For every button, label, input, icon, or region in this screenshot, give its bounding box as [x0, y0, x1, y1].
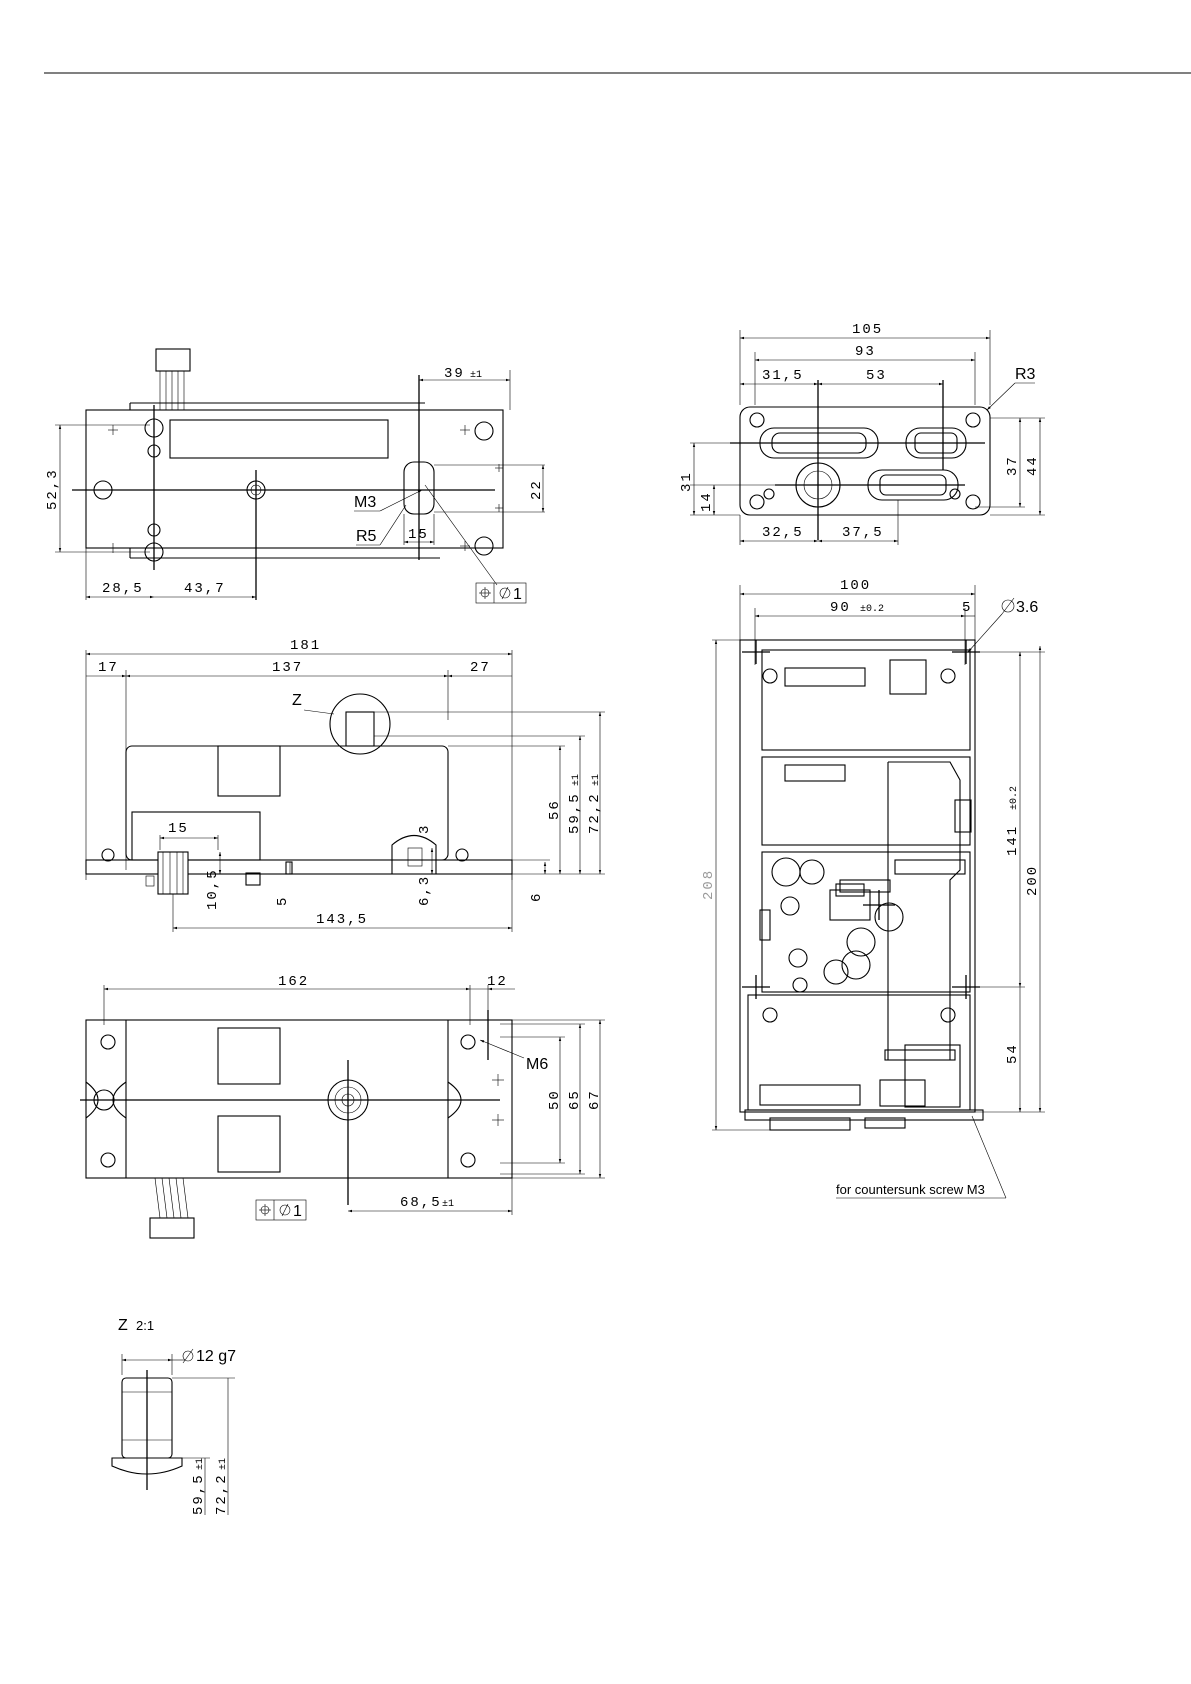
- gdt-value-top: 1: [513, 586, 522, 603]
- dim-5: 5: [275, 896, 291, 906]
- dim-31-5: 31,5: [762, 368, 804, 384]
- dim-100: 100: [840, 578, 871, 594]
- bottom-view: 162 12 M6: [80, 974, 605, 1238]
- label-r5: R5: [356, 528, 377, 545]
- dim-137: 137: [272, 660, 303, 676]
- end-view: 105 93 31,5 53 R3 31: [679, 322, 1045, 545]
- dim-67: 67: [587, 1089, 603, 1110]
- side-view: 181 17 137 27 Z 56 59: [86, 638, 605, 932]
- detail-z: Z 2:1 12 g7 59,5 ±1 72,2 ±1: [112, 1317, 236, 1515]
- front-view: 100 90 ±0.2 5 3.6: [701, 578, 1045, 1198]
- dim-15-side: 15: [168, 821, 189, 837]
- dim-12: 12: [487, 974, 508, 990]
- dim-17: 17: [98, 660, 119, 676]
- dim-162: 162: [278, 974, 309, 990]
- detail-z-72-2: 72,2: [214, 1473, 230, 1515]
- dim-105: 105: [852, 322, 883, 338]
- svg-text:±0.2: ±0.2: [860, 604, 884, 615]
- dim-54: 54: [1005, 1043, 1021, 1064]
- dim-53: 53: [866, 368, 887, 384]
- dim-65: 65: [567, 1089, 583, 1110]
- dia-3-6: 3.6: [1016, 599, 1038, 616]
- dim-43-7: 43,7: [184, 581, 226, 597]
- svg-text:±1: ±1: [470, 370, 482, 381]
- detail-z-scale: 2:1: [136, 1318, 154, 1333]
- front-view-body: [740, 640, 975, 1112]
- detail-z-title: Z: [118, 1317, 128, 1334]
- detail-z-59-5: 59,5: [191, 1473, 207, 1515]
- dim-5-front: 5: [962, 600, 972, 616]
- note-countersunk: for countersunk screw M3: [836, 1182, 985, 1197]
- dim-37-5: 37,5: [842, 525, 884, 541]
- dim-50: 50: [547, 1089, 563, 1110]
- svg-text:±1: ±1: [218, 1458, 229, 1470]
- dim-52-3: 52,3: [45, 468, 61, 510]
- label-m6: M6: [526, 1056, 548, 1073]
- dim-44: 44: [1025, 455, 1041, 476]
- dim-39: 39: [444, 366, 465, 382]
- svg-text:±1: ±1: [195, 1458, 206, 1470]
- dim-37: 37: [1005, 455, 1021, 476]
- detail-z-dia: 12 g7: [196, 1348, 236, 1365]
- dim-22: 22: [529, 479, 545, 500]
- dim-93: 93: [855, 344, 876, 360]
- dim-32-5: 32,5: [762, 525, 804, 541]
- label-z: Z: [292, 692, 302, 709]
- dim-141: 141: [1005, 825, 1021, 856]
- label-m3: M3: [354, 494, 376, 511]
- dim-3: 3: [417, 824, 433, 834]
- dim-10-5: 10,5: [205, 868, 221, 910]
- dim-6-3: 6,3: [417, 875, 433, 906]
- top-view: 39 ±1 52,3 22 M3 R5 15 1 28,5 43,7: [45, 349, 545, 603]
- dim-15-top: 15: [408, 527, 429, 543]
- dim-143-5: 143,5: [316, 912, 368, 928]
- dim-59-5: 59,5: [567, 792, 583, 834]
- gdt-value-bottom: 1: [293, 1203, 302, 1220]
- dim-28-5: 28,5: [102, 581, 144, 597]
- dim-68-5: 68,5: [400, 1195, 442, 1211]
- dim-72-2: 72,2: [587, 792, 603, 834]
- dim-27: 27: [470, 660, 491, 676]
- dim-31: 31: [679, 471, 695, 492]
- dim-200: 200: [1025, 865, 1041, 896]
- label-r3: R3: [1015, 366, 1036, 383]
- svg-text:±1: ±1: [591, 774, 602, 786]
- side-view-body: [86, 860, 512, 874]
- svg-text:±1: ±1: [571, 774, 582, 786]
- dim-14: 14: [699, 491, 715, 512]
- dim-56: 56: [547, 799, 563, 820]
- ribbon-connector: [156, 349, 190, 371]
- dim-6: 6: [529, 892, 545, 902]
- svg-text:±0.2: ±0.2: [1009, 786, 1020, 810]
- dim-208: 208: [701, 869, 717, 900]
- dim-181: 181: [290, 638, 321, 654]
- dim-90: 90: [830, 600, 851, 616]
- svg-text:±1: ±1: [442, 1199, 454, 1210]
- detail-z-circle: [330, 694, 390, 754]
